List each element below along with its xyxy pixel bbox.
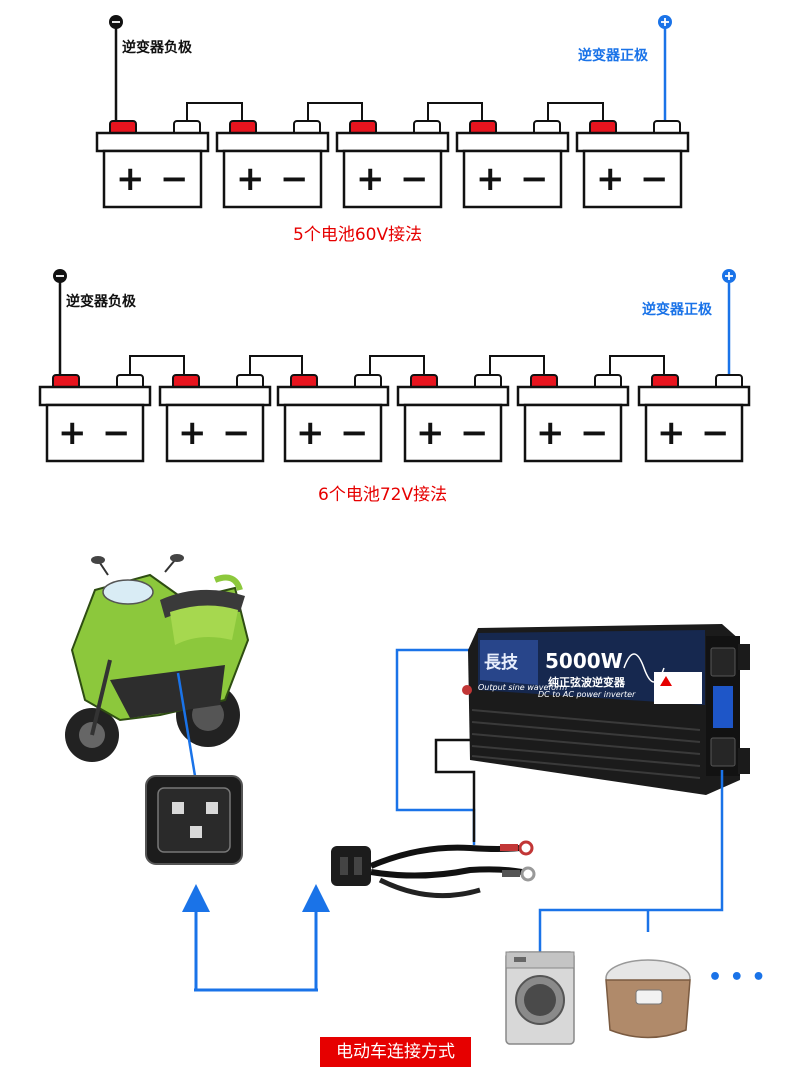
- battery-icon: + −: [276, 374, 390, 463]
- inverter-icon: 長技 5000W 纯正弦波逆变器 Output sine waveform DC…: [462, 624, 750, 795]
- jumper-wire: [369, 355, 425, 378]
- svg-text:+: +: [178, 413, 207, 453]
- svg-text:−: −: [222, 413, 251, 453]
- brand-label: 長技: [484, 652, 519, 673]
- arrow-up-icon: [182, 884, 210, 912]
- svg-text:−: −: [280, 159, 309, 199]
- svg-text:+: +: [476, 159, 505, 199]
- inverter-negative-label: 逆变器负极: [122, 39, 193, 56]
- svg-text:+: +: [296, 413, 325, 453]
- jumper-wire: [547, 102, 604, 124]
- svg-text:−: −: [400, 159, 429, 199]
- output-line: [538, 770, 724, 958]
- charging-cable: [331, 840, 536, 899]
- svg-text:−: −: [520, 159, 549, 199]
- battery-icon: + −: [158, 374, 272, 463]
- type-en-label: DC to AC power inverter: [538, 690, 636, 699]
- battery-icon: + −: [396, 374, 510, 463]
- warning-label: [654, 672, 702, 704]
- jumper-wire: [186, 102, 243, 124]
- jumper-wire: [307, 102, 363, 124]
- svg-text:+: +: [356, 159, 385, 199]
- jumper-wire: [427, 102, 483, 124]
- more-dots: • • •: [708, 965, 766, 990]
- lcd-display: [713, 686, 733, 728]
- battery-icon: + −: [215, 120, 330, 209]
- jumper-wire: [249, 355, 303, 378]
- caption-72v: 6个电池72V接法: [318, 485, 447, 505]
- battery-icon: + −: [575, 120, 690, 209]
- svg-text:−: −: [580, 413, 609, 453]
- battery-icon: + −: [455, 120, 570, 209]
- svg-text:+: +: [236, 159, 265, 199]
- svg-text:−: −: [460, 413, 489, 453]
- diagram-60v: 逆变器负极 逆变器正极 + − + −: [95, 15, 690, 245]
- svg-text:−: −: [102, 413, 131, 453]
- jumper-wire: [489, 355, 545, 378]
- inverter-positive-label: 逆变器正极: [578, 47, 649, 64]
- battery-icon: + −: [516, 374, 630, 463]
- negative-cable: [434, 738, 476, 842]
- battery-icon: + −: [95, 120, 210, 209]
- scooter-icon: [65, 554, 250, 762]
- battery-icon: + −: [38, 374, 152, 463]
- arrow-up-icon: [302, 884, 330, 912]
- svg-text:−: −: [160, 159, 189, 199]
- wave-label: Output sine waveform: [478, 683, 567, 692]
- jumper-wire: [609, 355, 665, 378]
- washing-machine-icon: [505, 951, 575, 1045]
- svg-text:+: +: [116, 159, 145, 199]
- battery-icon: + −: [335, 120, 450, 209]
- power-label: 5000W: [545, 649, 623, 673]
- svg-text:+: +: [536, 413, 565, 453]
- svg-text:−: −: [701, 413, 730, 453]
- rice-cooker-icon: [605, 959, 691, 1039]
- svg-text:+: +: [596, 159, 625, 199]
- jumper-wire: [129, 355, 185, 378]
- svg-text:−: −: [640, 159, 669, 199]
- diagram-72v: 逆变器负极 逆变器正极 + − + −: [38, 269, 751, 505]
- plug-icon: [331, 846, 371, 886]
- connection-line: [176, 672, 198, 783]
- svg-text:+: +: [58, 413, 87, 453]
- inverter-positive-label: 逆变器正极: [642, 301, 713, 318]
- inverter-negative-label: 逆变器负极: [66, 293, 137, 310]
- svg-text:−: −: [340, 413, 369, 453]
- svg-text:+: +: [416, 413, 445, 453]
- connection-method-caption: 电动车连接方式: [320, 1037, 471, 1067]
- plug-icon: [145, 775, 243, 865]
- battery-icon: + −: [637, 374, 751, 463]
- svg-text:+: +: [657, 413, 686, 453]
- caption-60v: 5个电池60V接法: [293, 225, 422, 245]
- type-label: 纯正弦波逆变器: [548, 675, 626, 689]
